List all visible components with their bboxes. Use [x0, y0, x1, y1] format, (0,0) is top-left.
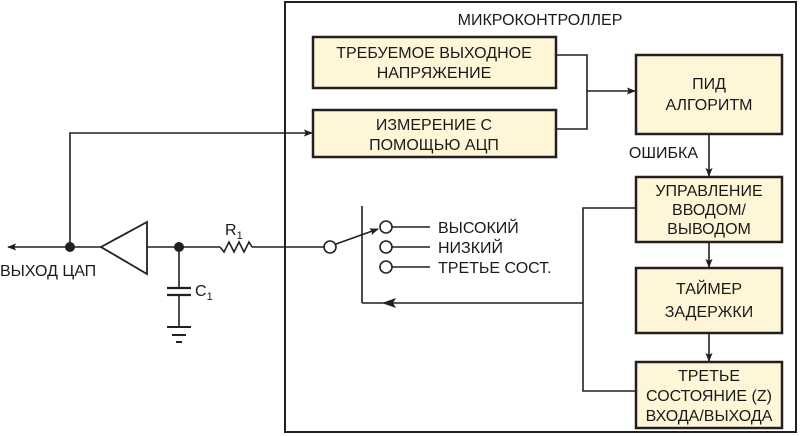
resistor-name: R: [225, 222, 237, 239]
block-desired-voltage: ТРЕБУЕМОЕ ВЫХОДНОЕ НАПРЯЖЕНИЕ: [311, 35, 558, 90]
wire-control-bus: [582, 207, 636, 392]
wire-feedback-to-adc: [69, 129, 313, 247]
wire-desired-to-pid: [556, 54, 588, 130]
capacitor-label: C1: [195, 283, 213, 303]
block-io-control-line1: УПРАВЛЕНИЕ: [655, 183, 762, 200]
ground-icon: [167, 326, 191, 343]
block-tristate-line1: ТРЕТЬЕ: [678, 368, 740, 385]
arrow-bus-to-switch: [382, 298, 396, 308]
block-adc-measure: ИЗМЕРЕНИЕ С ПОМОЩЬЮ АЦП: [311, 108, 558, 159]
block-adc-measure-line2: ПОМОЩЬЮ АЦП: [369, 137, 499, 154]
switch-label-high: ВЫСОКИЙ: [438, 218, 519, 237]
resistor-subscript: 1: [237, 230, 243, 242]
switch-pivot: [323, 240, 337, 254]
block-io-control: УПРАВЛЕНИЕ ВВОДОМ/ ВЫВОДОМ: [634, 175, 784, 244]
microcontroller-boundary: [284, 1, 797, 433]
block-delay-timer-line2: ЗАДЕРЖКИ: [665, 304, 753, 321]
capacitor-name: C: [195, 283, 207, 300]
switch-contact-tristate: ТРЕТЬЕ СОСТ.: [379, 260, 552, 277]
switch-contact-low: НИЗКИЙ: [379, 238, 503, 257]
switch-arm: [335, 228, 379, 245]
edge-label-error: ОШИБКА: [629, 145, 698, 162]
output-label: ВЫХОД ЦАП: [0, 263, 96, 280]
block-pid-line1: ПИД: [692, 76, 726, 93]
resistor-r1: [219, 240, 253, 254]
block-delay-timer: ТАЙМЕР ЗАДЕРЖКИ: [634, 266, 784, 335]
switch-label-low: НИЗКИЙ: [438, 238, 503, 257]
block-delay-timer-line1: ТАЙМЕР: [676, 279, 742, 298]
block-io-control-line3: ВЫВОДОМ: [667, 221, 751, 238]
buffer-amplifier: [99, 220, 148, 276]
switch-label-tristate: ТРЕТЬЕ СОСТ.: [438, 260, 552, 277]
block-adc-measure-line1: ИЗМЕРЕНИЕ С: [376, 117, 492, 134]
switch-contact-high: ВЫСОКИЙ: [379, 218, 519, 237]
block-tristate-line2: СОСТОЯНИЕ (Z): [646, 388, 772, 405]
block-desired-voltage-line2: НАПРЯЖЕНИЕ: [377, 65, 492, 82]
block-pid-line2: АЛГОРИТМ: [665, 97, 752, 114]
resistor-label: R1: [225, 222, 243, 242]
microcontroller-title: МИКРОКОНТРОЛЛЕР: [458, 12, 623, 29]
block-tristate-line3: ВХОДА/ВЫХОДА: [646, 408, 773, 425]
block-pid: ПИД АЛГОРИТМ: [634, 53, 784, 136]
block-desired-voltage-line1: ТРЕБУЕМОЕ ВЫХОДНОЕ: [336, 45, 532, 62]
block-tristate: ТРЕТЬЕ СОСТОЯНИЕ (Z) ВХОДА/ВЫХОДА: [634, 360, 784, 430]
capacitor-subscript: 1: [207, 291, 213, 303]
block-io-control-line2: ВВОДОМ/: [672, 202, 747, 219]
